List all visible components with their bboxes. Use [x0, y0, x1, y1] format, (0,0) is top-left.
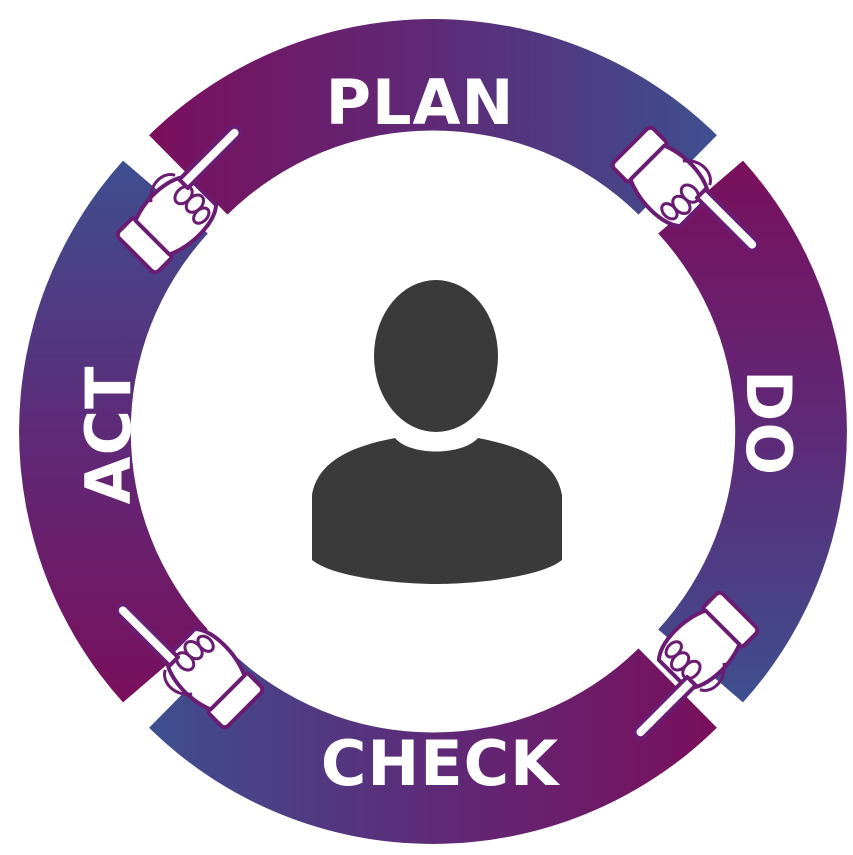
label-plan: PLAN	[326, 66, 515, 139]
segment-act	[19, 160, 208, 703]
label-do: DO	[732, 370, 805, 476]
segment-plan	[149, 19, 717, 215]
person-icon	[312, 280, 562, 584]
segment-check	[149, 648, 717, 844]
segment-do	[658, 160, 847, 703]
label-check: CHECK	[321, 727, 560, 800]
label-act: ACT	[72, 366, 145, 505]
